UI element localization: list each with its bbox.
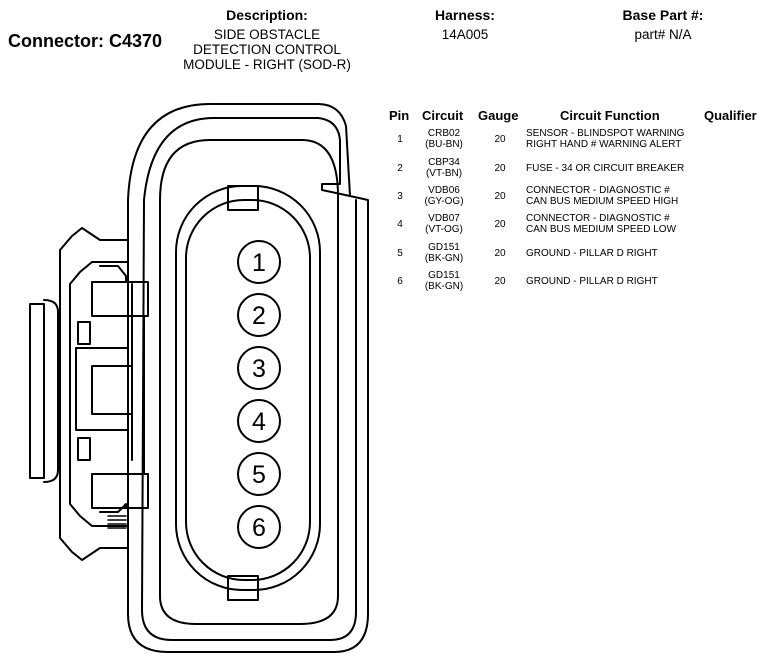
housing-outer-outline xyxy=(141,103,357,641)
cell-function: GROUND - PILLAR D RIGHT xyxy=(526,276,658,287)
cell-pin: 5 xyxy=(397,248,403,259)
column-header-qualifier: Qualifier xyxy=(704,108,757,123)
latch-bar-cap-top xyxy=(43,299,59,483)
function-line: SENSOR - BLINDSPOT WARNING xyxy=(526,128,685,139)
circuit-code: GD151 xyxy=(428,270,460,281)
pin-2-label: 2 xyxy=(252,302,266,330)
cell-function: FUSE - 34 OR CIRCUIT BREAKER xyxy=(526,163,684,174)
top-key xyxy=(227,185,259,211)
description-line: MODULE - RIGHT (SOD-R) xyxy=(183,57,351,72)
pin-5-circle xyxy=(237,452,281,496)
pin-6-label: 6 xyxy=(252,514,266,542)
harness-label: Harness: xyxy=(435,7,495,23)
cell-circuit: VDB06 (GY-OG) xyxy=(414,185,474,207)
table-row: 6 GD151 (BK-GN) 20 GROUND - PILLAR D RIG… xyxy=(0,270,770,298)
cell-gauge: 20 xyxy=(494,191,506,202)
circuit-color: (GY-OG) xyxy=(424,196,464,207)
column-header-pin: Pin xyxy=(389,108,410,123)
pin-3-label: 3 xyxy=(252,355,266,383)
pin-6-circle xyxy=(237,505,281,549)
cell-gauge: 20 xyxy=(494,248,506,259)
pin-2-circle xyxy=(237,293,281,337)
function-line: CONNECTOR - DIAGNOSTIC # xyxy=(526,185,670,196)
circuit-color: (BK-GN) xyxy=(424,253,464,264)
function-line: GROUND - PILLAR D RIGHT xyxy=(526,248,658,259)
description-value: SIDE OBSTACLE DETECTION CONTROL MODULE -… xyxy=(167,27,367,72)
function-line: RIGHT HAND # WARNING ALERT xyxy=(526,139,682,150)
pin-5-label: 5 xyxy=(252,461,266,489)
function-line: GROUND - PILLAR D RIGHT xyxy=(526,276,658,287)
table-row: 3 VDB06 (GY-OG) 20 CONNECTOR - DIAGNOSTI… xyxy=(0,185,770,213)
base-part-value: part# N/A xyxy=(634,27,692,42)
housing-outer-rim xyxy=(127,103,369,653)
pin-cavity-inner xyxy=(185,199,311,581)
bottom-key xyxy=(227,575,259,601)
latch-center-block xyxy=(91,365,133,415)
cell-pin: 4 xyxy=(397,219,403,230)
cell-gauge: 20 xyxy=(494,276,506,287)
cell-function: CONNECTOR - DIAGNOSTIC # CAN BUS MEDIUM … xyxy=(526,185,678,207)
latch-tab-bottom xyxy=(99,503,127,513)
table-row: 5 GD151 (BK-GN) 20 GROUND - PILLAR D RIG… xyxy=(0,242,770,270)
cell-function: CONNECTOR - DIAGNOSTIC # CAN BUS MEDIUM … xyxy=(526,213,676,235)
description-line: SIDE OBSTACLE xyxy=(213,27,321,42)
cell-circuit: CBP34 (VT-BN) xyxy=(414,157,474,179)
housing-mid-outline xyxy=(159,139,339,625)
cell-gauge: 20 xyxy=(494,134,506,145)
cell-function: GROUND - PILLAR D RIGHT xyxy=(526,248,658,259)
cell-pin: 2 xyxy=(397,163,403,174)
pin-4-label: 4 xyxy=(252,408,266,436)
cell-pin: 3 xyxy=(397,191,403,202)
cell-function: SENSOR - BLINDSPOT WARNING RIGHT HAND # … xyxy=(526,128,684,150)
cell-pin: 6 xyxy=(397,276,403,287)
latch-ridges xyxy=(107,515,127,529)
function-line: CONNECTOR - DIAGNOSTIC # xyxy=(526,213,670,224)
cell-circuit: VDB07 (VT-OG) xyxy=(414,213,474,235)
circuit-color: (VT-OG) xyxy=(425,224,463,235)
base-part-label: Base Part #: xyxy=(622,7,704,23)
circuit-code: CBP34 xyxy=(428,157,460,168)
cell-circuit: CRB02 (BU-BN) xyxy=(414,128,474,150)
latch-bottom-stub xyxy=(77,437,91,461)
table-row: 4 VDB07 (VT-OG) 20 CONNECTOR - DIAGNOSTI… xyxy=(0,213,770,241)
circuit-color: (BK-GN) xyxy=(424,281,464,292)
function-line: CAN BUS MEDIUM SPEED HIGH xyxy=(526,196,679,207)
column-header-circuit-function: Circuit Function xyxy=(560,108,660,123)
latch-top-stub xyxy=(77,321,91,345)
circuit-code: CRB02 xyxy=(427,128,461,139)
pin-4-circle xyxy=(237,399,281,443)
table-row: 2 CBP34 (VT-BN) 20 FUSE - 34 OR CIRCUIT … xyxy=(0,157,770,185)
cell-circuit: GD151 (BK-GN) xyxy=(414,242,474,264)
table-row: 1 CRB02 (BU-BN) 20 SENSOR - BLINDSPOT WA… xyxy=(0,128,770,156)
description-line: DETECTION CONTROL xyxy=(193,42,341,57)
latch-bar xyxy=(29,303,45,479)
function-line: FUSE - 34 OR CIRCUIT BREAKER xyxy=(526,163,685,174)
column-header-gauge: Gauge xyxy=(478,108,519,123)
column-header-circuit: Circuit xyxy=(422,108,464,123)
circuit-code: GD151 xyxy=(428,242,460,253)
circuit-color: (BU-BN) xyxy=(425,139,463,150)
cell-circuit: GD151 (BK-GN) xyxy=(414,270,474,292)
latch-lower-block xyxy=(91,473,149,509)
cell-gauge: 20 xyxy=(494,163,506,174)
circuit-code: VDB07 xyxy=(428,213,460,224)
function-line: CAN BUS MEDIUM SPEED LOW xyxy=(526,224,677,235)
cell-pin: 1 xyxy=(397,134,403,145)
latch-inner xyxy=(69,261,129,527)
circuit-code: VDB06 xyxy=(428,185,460,196)
latch-tab-top xyxy=(99,265,127,283)
latch-upper-block xyxy=(91,281,149,317)
pin-3-circle xyxy=(237,346,281,390)
circuit-color: (VT-BN) xyxy=(425,168,463,179)
connector-title: Connector: C4370 xyxy=(8,31,163,51)
pin-1-circle xyxy=(237,240,281,284)
harness-value: 14A005 xyxy=(441,27,489,42)
cell-gauge: 20 xyxy=(494,219,506,230)
pin-1-label: 1 xyxy=(252,249,266,277)
description-label: Description: xyxy=(226,7,308,23)
latch-center-inner xyxy=(75,347,129,431)
latch-body xyxy=(59,227,129,561)
